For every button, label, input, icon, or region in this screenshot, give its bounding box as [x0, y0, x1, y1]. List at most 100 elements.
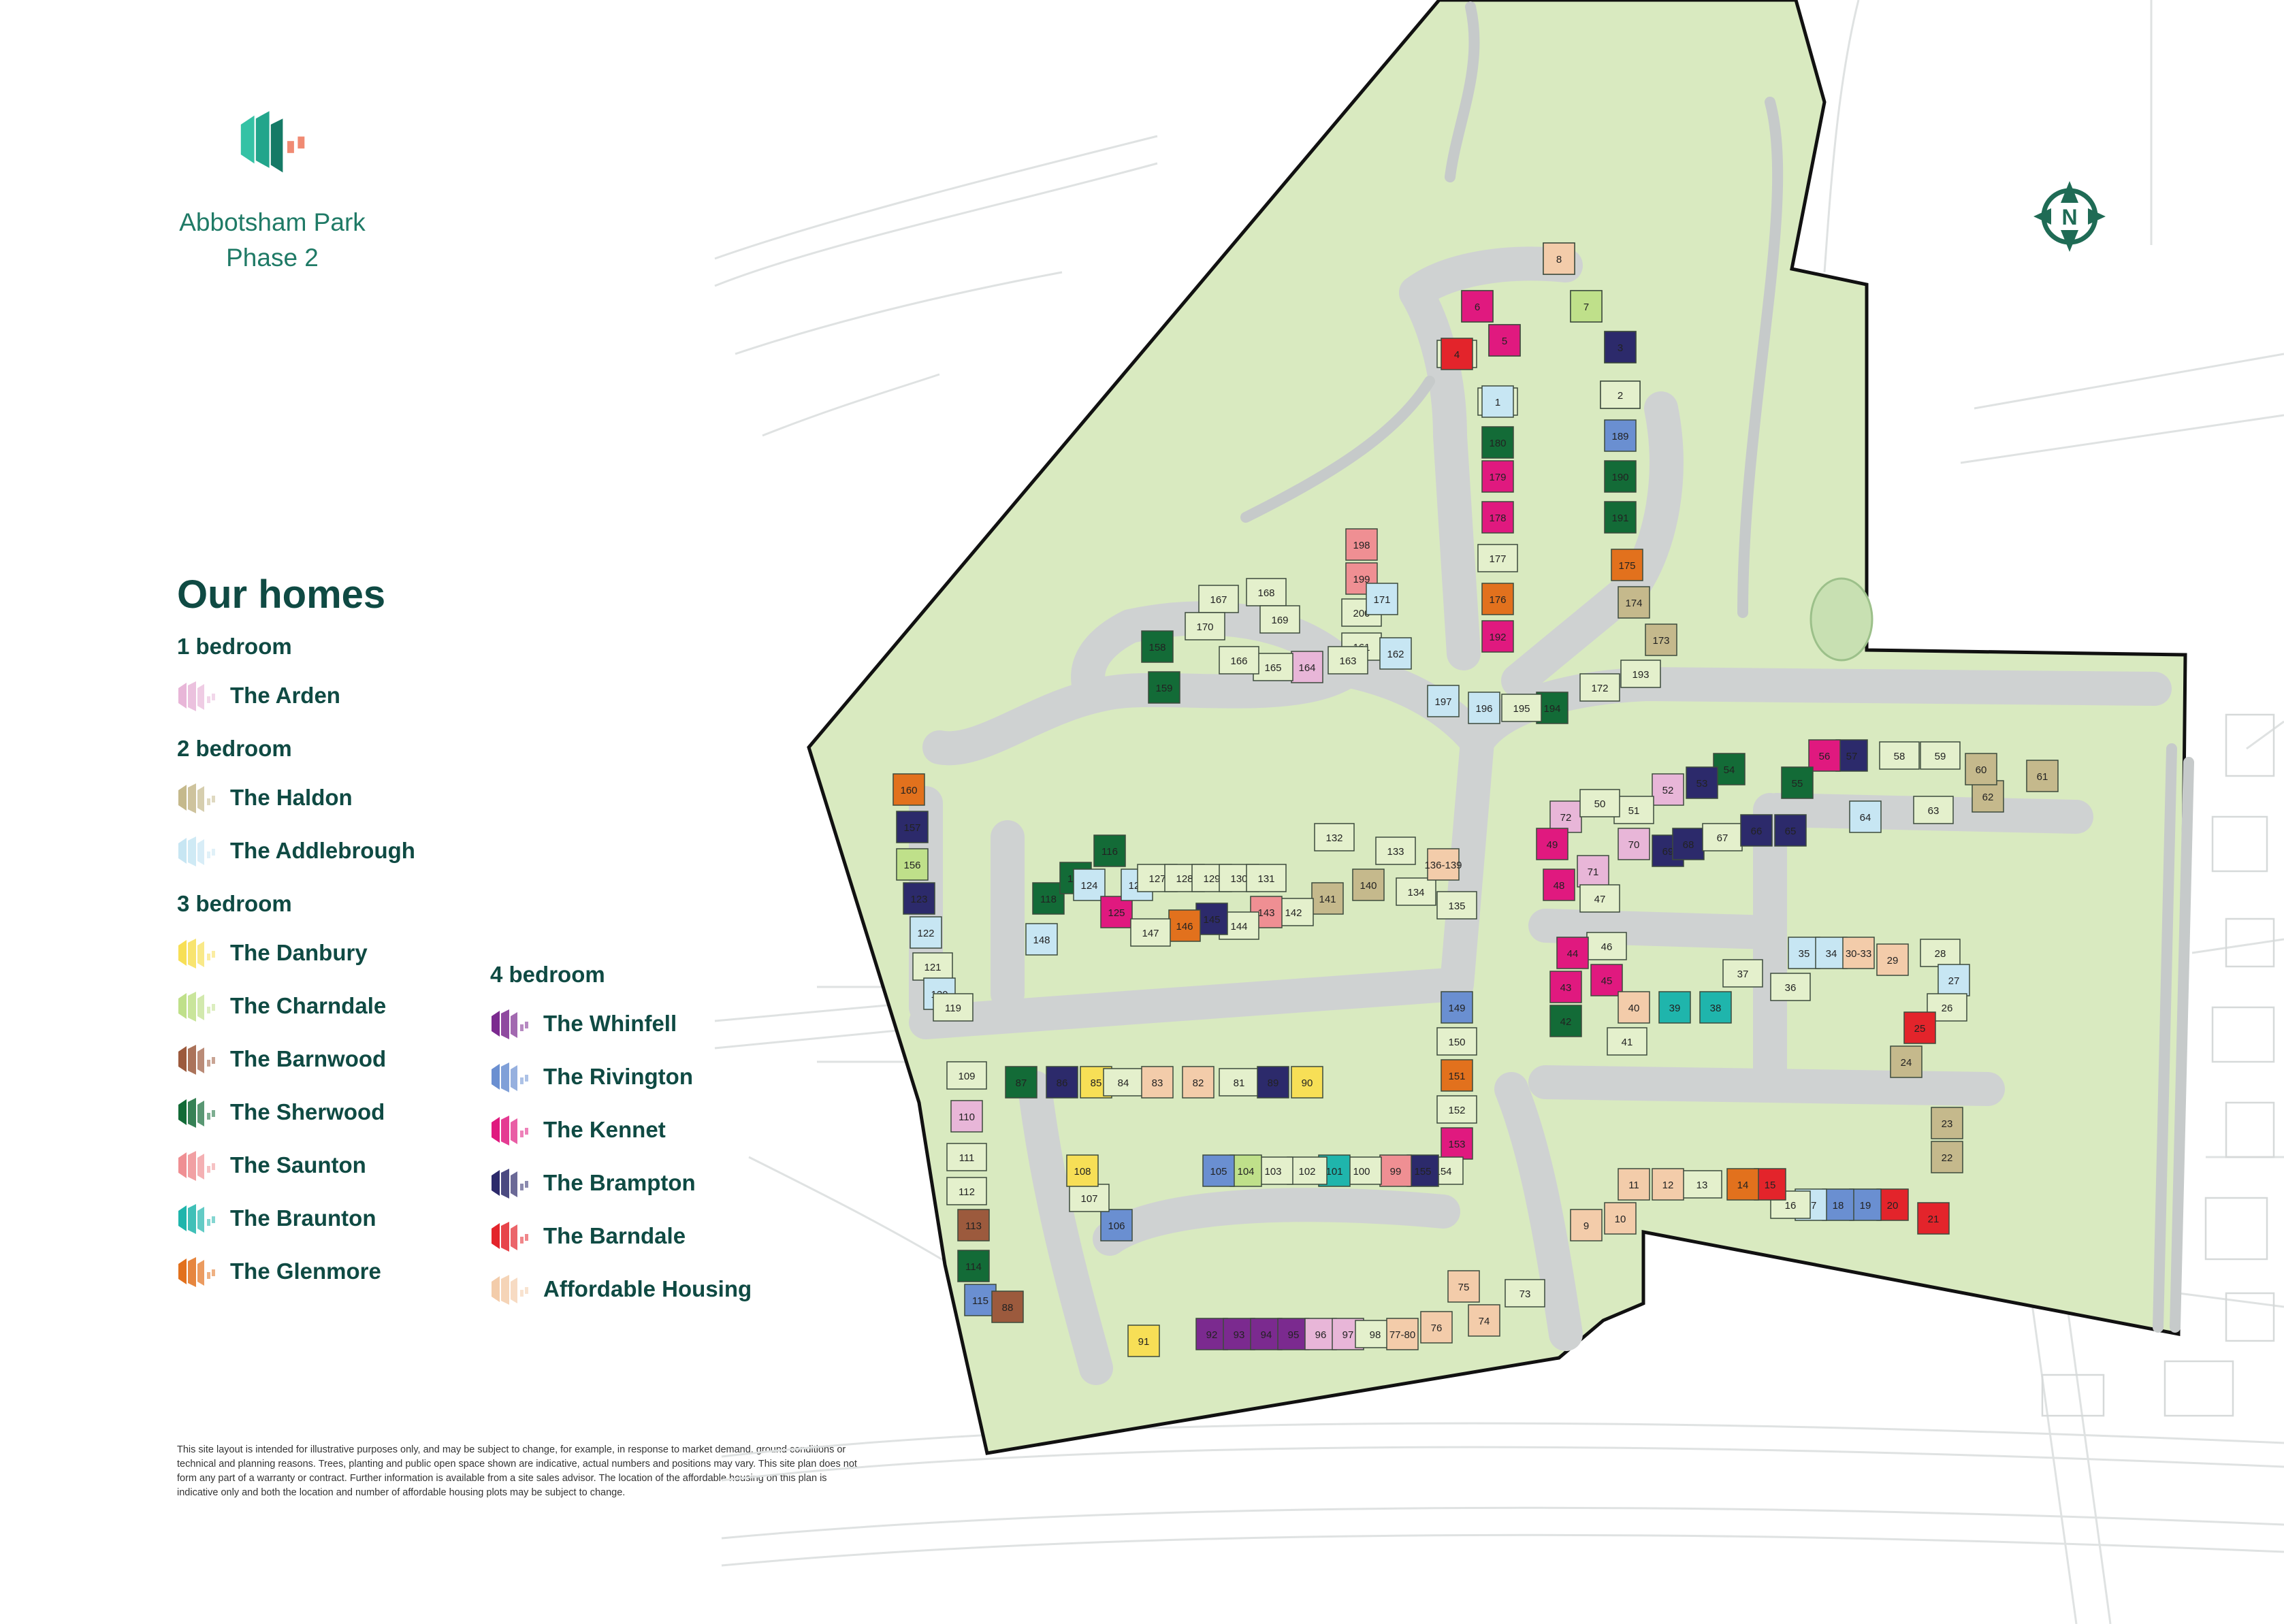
plot-number: 21 [1928, 1214, 1940, 1225]
plot-number: 67 [1717, 832, 1728, 844]
plot-number: 173 [1652, 635, 1669, 647]
plot-number: 107 [1080, 1193, 1097, 1205]
plot-number: 198 [1353, 540, 1370, 551]
house-plot [1600, 380, 1641, 409]
plot-number: 116 [1101, 846, 1118, 858]
plot-number: 158 [1148, 642, 1165, 653]
house-plot [1461, 290, 1494, 323]
house-plot [1543, 242, 1575, 275]
house-plot [1937, 964, 1970, 996]
plot-number: 124 [1080, 880, 1097, 892]
plot-number: 156 [903, 860, 920, 871]
plot-number: 30-33 [1846, 948, 1871, 960]
house-plot [1202, 1154, 1235, 1187]
house-plot [1386, 1318, 1419, 1350]
house-plot [1604, 501, 1637, 534]
plot-number: 168 [1257, 587, 1274, 599]
house-plot [892, 773, 925, 806]
plot-number: 35 [1799, 948, 1810, 960]
house-plot [1822, 1188, 1854, 1221]
house-plot [1618, 1168, 1650, 1201]
house-plot [1920, 939, 1961, 967]
plot-number: 73 [1519, 1288, 1531, 1300]
plot-number: 14 [1737, 1180, 1749, 1191]
house-type-swatch-icon [492, 1009, 528, 1039]
plot-number: 153 [1448, 1139, 1465, 1150]
plot-number: 121 [924, 962, 941, 973]
house-plot [1352, 868, 1385, 901]
house-plot [1713, 753, 1746, 785]
house-plot [1781, 766, 1814, 799]
plot-number: 61 [2037, 771, 2048, 783]
house-plot [1618, 991, 1650, 1024]
plot-number: 134 [1407, 887, 1424, 898]
legend-group-title: 1 bedroom [177, 634, 292, 659]
house-plot [1311, 882, 1344, 915]
house-plot [1835, 739, 1868, 772]
house-plot [1579, 884, 1620, 913]
house-plot [1920, 741, 1961, 770]
plot-number: 145 [1203, 914, 1220, 926]
legend-item: The Sherwood [177, 1086, 790, 1139]
development-name: Abbotsham Park [179, 208, 366, 236]
plot-number: 46 [1601, 941, 1613, 953]
house-plot [964, 1284, 997, 1316]
plot-number: 82 [1193, 1077, 1204, 1089]
plot-number: 94 [1261, 1329, 1272, 1341]
house-type-swatch-icon [178, 1204, 215, 1234]
plot-number: 38 [1710, 1003, 1722, 1014]
house-type-swatch-icon [492, 1275, 528, 1305]
house-plot [1682, 1170, 1722, 1199]
plot-number: 165 [1264, 662, 1281, 674]
plot-number: 22 [1942, 1152, 1953, 1164]
house-plot [1972, 780, 2004, 813]
legend-item-label: Affordable Housing [543, 1276, 752, 1301]
house-plot [1441, 338, 1473, 370]
house-plot [1579, 673, 1620, 702]
house-plot [1025, 923, 1058, 956]
house-type-swatch-icon [178, 837, 215, 866]
brand-block: Abbotsham Park Phase 2 [157, 102, 388, 276]
plot-number: 197 [1434, 696, 1451, 708]
house-plot [1406, 1154, 1439, 1187]
house-type-swatch-icon [178, 681, 215, 711]
plot-number: 104 [1237, 1166, 1254, 1178]
plot-number: 151 [1448, 1071, 1465, 1082]
plot-number: 41 [1622, 1037, 1633, 1048]
plot-number: 26 [1942, 1003, 1953, 1014]
house-plot [946, 1177, 987, 1205]
plot-number: 16 [1785, 1200, 1797, 1212]
house-plot [1441, 991, 1473, 1024]
house-type-swatch-icon [178, 1257, 215, 1287]
house-plot [1219, 1068, 1259, 1097]
legend-item: The Kennet [490, 1103, 899, 1156]
plot-number: 70 [1628, 839, 1640, 851]
house-plot [1481, 426, 1514, 459]
legend-item-label: The Braunton [230, 1205, 376, 1231]
house-plot [933, 993, 974, 1022]
house-plot [1436, 891, 1477, 920]
house-plot [1613, 796, 1654, 824]
legend-item: The Danbury [177, 926, 790, 979]
legend-item-label: The Glenmore [230, 1258, 381, 1284]
plot-number: 171 [1373, 594, 1390, 606]
house-plot [1570, 290, 1603, 323]
house-plot [1604, 460, 1637, 493]
pond [1809, 577, 1873, 662]
house-plot [1185, 612, 1225, 640]
house-plot [1549, 1005, 1582, 1037]
plot-number: 83 [1152, 1077, 1163, 1089]
plot-number: 180 [1489, 438, 1506, 449]
plot-number: 28 [1935, 948, 1946, 960]
plot-number: 143 [1257, 907, 1274, 919]
house-plot [1420, 1311, 1453, 1344]
house-plot [1436, 1027, 1477, 1056]
plot-number: 60 [1976, 764, 1987, 776]
plot-number: 95 [1288, 1329, 1300, 1341]
plot-number: 24 [1901, 1057, 1912, 1069]
house-plot [1291, 651, 1323, 683]
house-plot [1699, 991, 1732, 1024]
legend-item: The Barndale [490, 1209, 899, 1263]
house-plot [1686, 766, 1718, 799]
plot-number: 36 [1785, 982, 1797, 994]
